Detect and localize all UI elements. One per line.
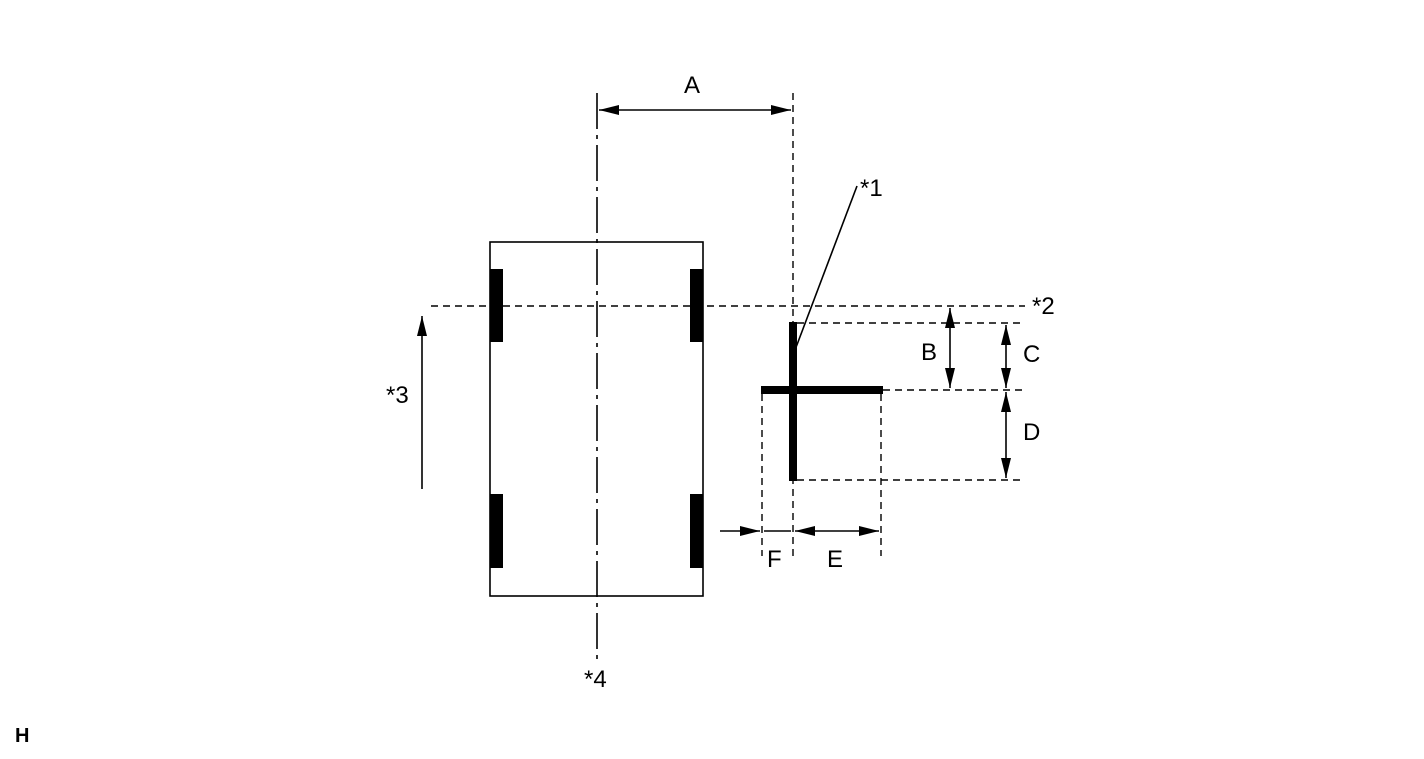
dimension-d-label: D (1023, 419, 1040, 446)
dimension-a-label: A (684, 72, 700, 99)
dimension-f-label: F (767, 546, 782, 573)
callout-2-label: *2 (1032, 293, 1055, 320)
callout-3-label: *3 (386, 382, 409, 409)
callout-4-label: *4 (584, 666, 607, 693)
target-vertical-bar (789, 322, 797, 481)
rear-left-wheel (490, 494, 503, 568)
dimension-e-label: E (827, 546, 843, 573)
callout-1-leader (794, 185, 858, 351)
rear-right-wheel (690, 494, 703, 568)
target-horizontal-bar (761, 386, 883, 394)
corner-code-label: H (15, 725, 29, 747)
dimension-b-label: B (921, 339, 937, 366)
dimension-c-label: C (1023, 341, 1040, 368)
callout-1-label: *1 (860, 175, 883, 202)
